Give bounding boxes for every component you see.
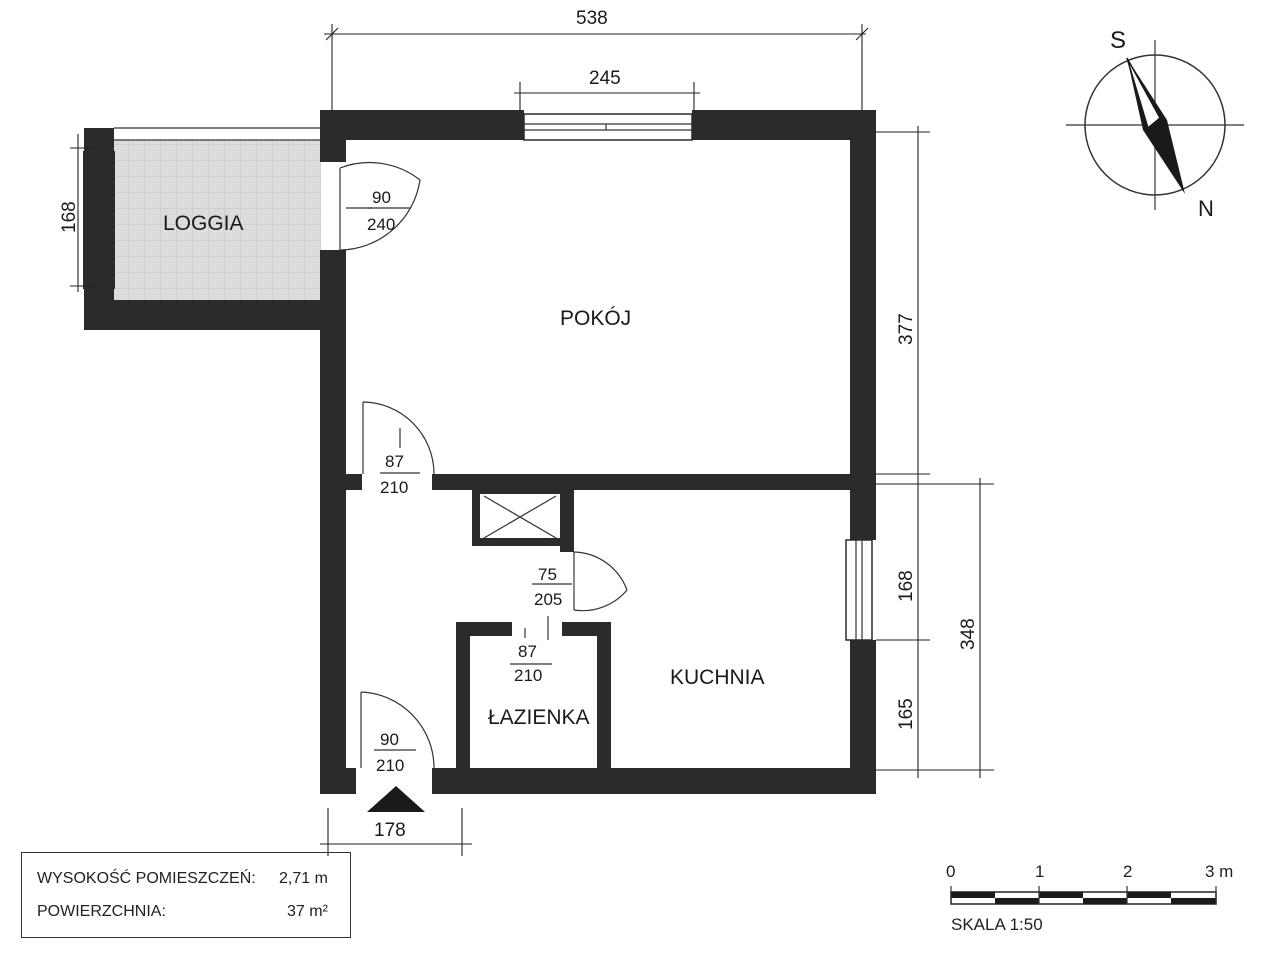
compass-south-label: S bbox=[1110, 27, 1126, 54]
compass-north-label: N bbox=[1198, 196, 1214, 221]
height-value: 2,71 m bbox=[279, 870, 328, 887]
dim-window-top: 245 bbox=[589, 68, 621, 89]
loggia-walls bbox=[83, 127, 346, 330]
room-label-lazienka: ŁAZIENKA bbox=[488, 706, 590, 729]
interior-walls bbox=[346, 474, 876, 768]
scale-tick-1: 1 bbox=[1035, 862, 1045, 881]
door-entry bbox=[360, 691, 435, 769]
room-label-kuchnia: KUCHNIA bbox=[670, 666, 765, 689]
scale-bar bbox=[950, 886, 1217, 905]
info-box: WYSOKOŚĆ POMIESZCZEŃ: 2,71 m POWIERZCHNI… bbox=[21, 852, 351, 938]
dim-bottom-entry: 178 bbox=[374, 820, 406, 841]
door-loggia-height: 240 bbox=[367, 215, 395, 234]
scale-tick-3: 3 m bbox=[1205, 862, 1234, 881]
door-pokoj bbox=[362, 401, 435, 475]
door-loggia bbox=[339, 161, 421, 251]
door-pokoj-width: 87 bbox=[385, 452, 404, 471]
door-kitchen-height: 205 bbox=[534, 590, 562, 609]
room-label-loggia: LOGGIA bbox=[163, 212, 244, 235]
entrance-marker bbox=[367, 786, 425, 812]
compass bbox=[1066, 40, 1244, 210]
door-arrows bbox=[346, 207, 549, 640]
scale-label: SKALA 1:50 bbox=[951, 915, 1043, 934]
door-fraction-lines bbox=[368, 207, 572, 751]
door-loggia-width: 90 bbox=[372, 188, 391, 207]
door-entry-height: 210 bbox=[376, 756, 404, 775]
loggia-floor bbox=[113, 140, 321, 300]
door-pokoj-height: 210 bbox=[380, 478, 408, 497]
dim-right-kitchen-lower: 165 bbox=[896, 698, 917, 730]
door-bath-height: 210 bbox=[514, 666, 542, 685]
dim-top-width: 538 bbox=[576, 8, 608, 29]
outer-walls bbox=[320, 110, 876, 794]
kitchen-window bbox=[845, 539, 873, 641]
compass-needle-south bbox=[1126, 57, 1161, 130]
scale-tick-0: 0 bbox=[946, 862, 956, 881]
door-entry-width: 90 bbox=[380, 730, 399, 749]
door-bath-width: 87 bbox=[518, 642, 537, 661]
height-label: WYSOKOŚĆ POMIESZCZEŃ: bbox=[37, 870, 256, 887]
scale-tick-2: 2 bbox=[1123, 862, 1133, 881]
dim-loggia-height: 168 bbox=[59, 201, 80, 233]
dimension-lines bbox=[70, 24, 994, 856]
top-window bbox=[523, 113, 693, 141]
dim-right-kitchen-window: 168 bbox=[896, 570, 917, 602]
area-value: 37 m² bbox=[287, 903, 328, 920]
door-kitchen bbox=[573, 551, 628, 612]
door-kitchen-width: 75 bbox=[538, 565, 557, 584]
room-label-pokoj: POKÓJ bbox=[560, 307, 631, 330]
area-label: POWIERZCHNIA: bbox=[37, 903, 166, 920]
dim-right-pokoj: 377 bbox=[896, 313, 917, 345]
dim-right-kitchen-total: 348 bbox=[958, 618, 979, 650]
